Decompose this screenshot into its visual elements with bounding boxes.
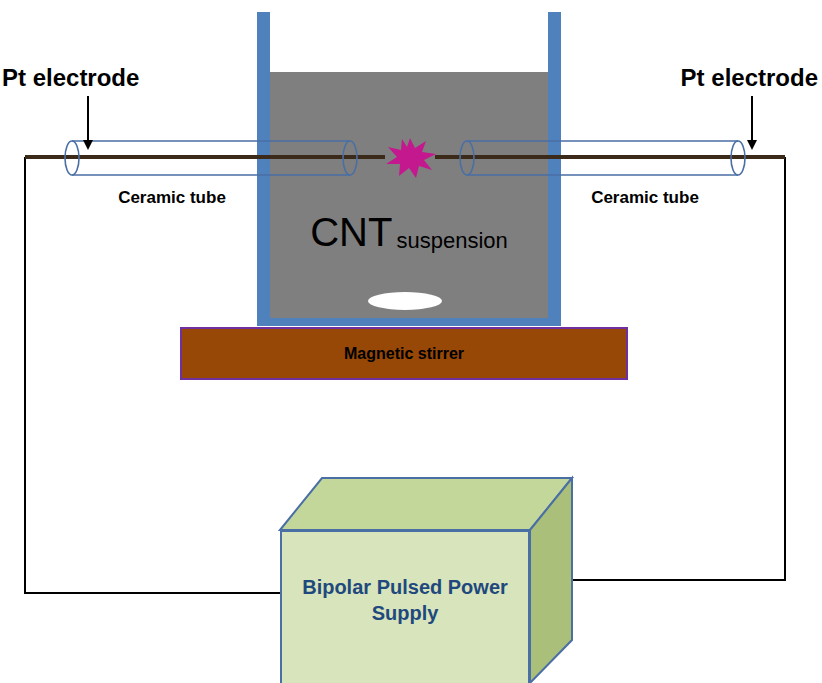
beaker-wall [257, 12, 270, 325]
power-supply-box: Bipolar Pulsed Power Supply [280, 530, 530, 683]
stirrer-box: Magnetic stirrer [180, 327, 628, 380]
supply-label: Bipolar Pulsed Power Supply [296, 574, 514, 626]
suspension-region: CNTsuspension [270, 72, 548, 318]
leader-arrow [87, 96, 89, 148]
material-form: suspension [396, 228, 507, 254]
stirrer-label: Magnetic stirrer [344, 345, 464, 363]
beaker-wall [548, 12, 561, 325]
leader-arrow [751, 96, 753, 148]
cnt-suspension-liquid [270, 72, 548, 319]
ceramic-tube [65, 141, 357, 175]
stir-bar [368, 292, 442, 310]
electrode-label: Pt electrode [681, 64, 818, 92]
tube-label: Ceramic tube [118, 188, 226, 208]
power-supply-top [280, 478, 572, 530]
electrode-label: Pt electrode [2, 64, 139, 92]
power-supply-side [530, 478, 572, 683]
material-name: CNT [310, 210, 392, 255]
plasma-spark [386, 138, 436, 178]
beaker-bottom [257, 318, 561, 326]
pt-electrode [435, 155, 785, 159]
ceramic-tube [460, 141, 745, 175]
tube-label: Ceramic tube [591, 188, 699, 208]
